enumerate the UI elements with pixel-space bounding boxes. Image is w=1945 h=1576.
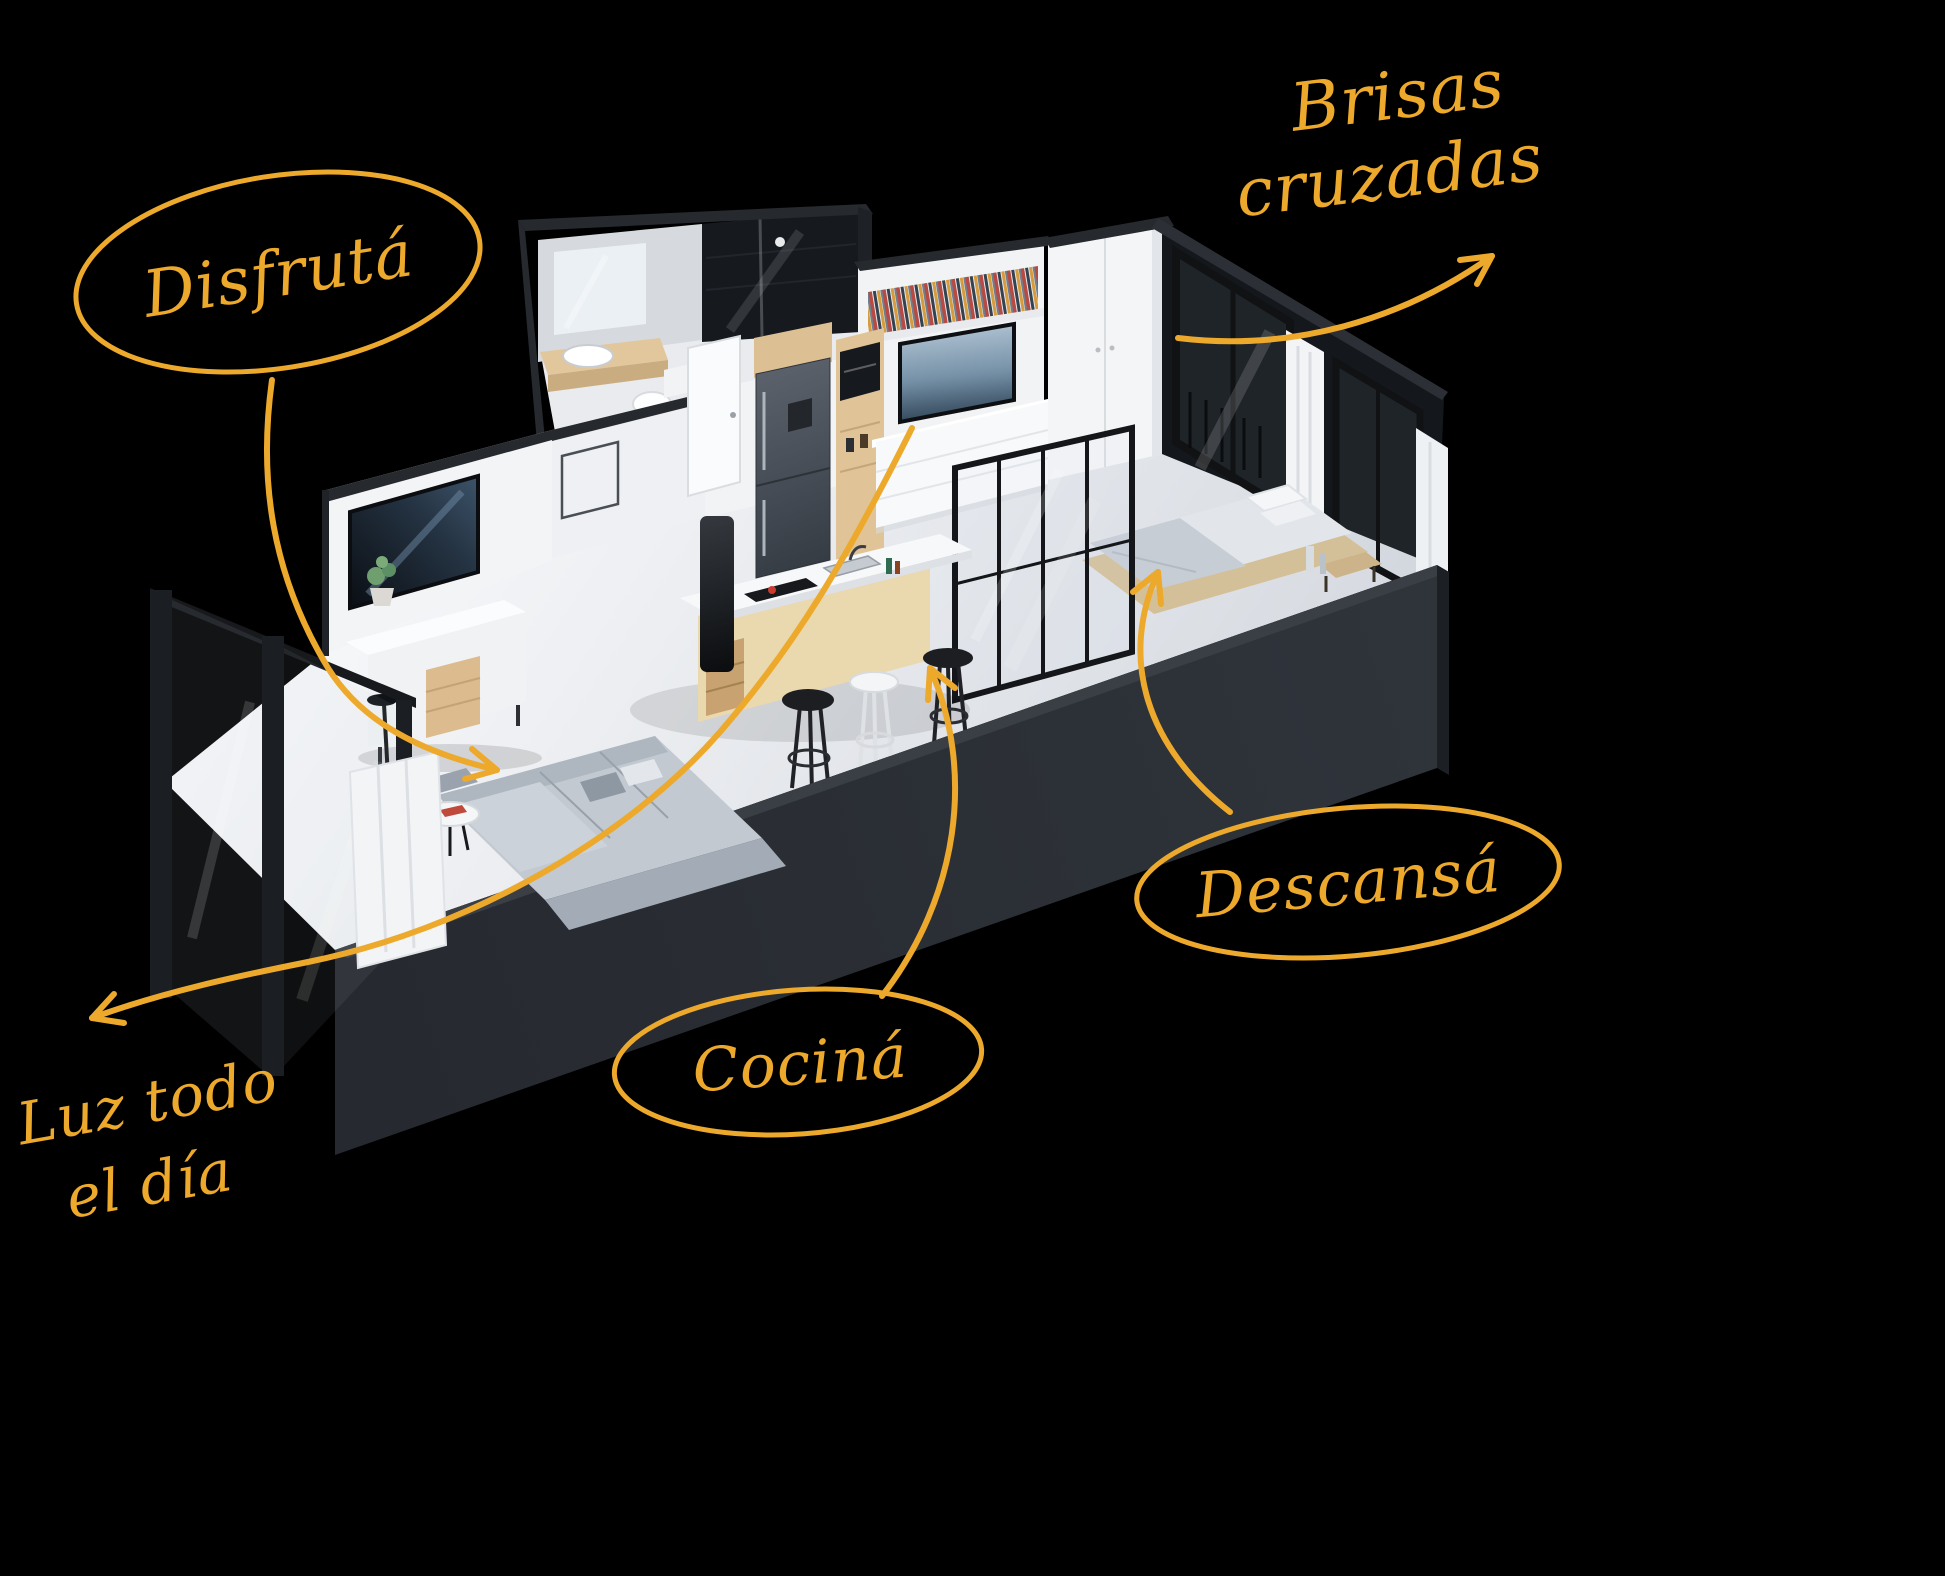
glass-partition [952, 424, 1135, 704]
wall-top-strip [552, 392, 708, 441]
open-door [687, 334, 741, 498]
descansa-circle [1134, 803, 1562, 961]
wall-frame [560, 440, 620, 520]
glazing-post [150, 590, 172, 998]
throw-pillow [580, 772, 626, 802]
luz-line1: Luz todo [11, 1046, 283, 1159]
vase [1320, 554, 1326, 574]
cocina-circle [611, 986, 985, 1138]
descansa-arrowhead [1130, 569, 1164, 607]
luz-arrow [89, 425, 915, 1021]
vase [1306, 546, 1314, 572]
cocina-arrow [879, 665, 959, 999]
fridge-dispenser [788, 398, 812, 432]
sideboard-wood-drawers [426, 656, 480, 738]
vessel-sink [562, 344, 614, 368]
door-knob [730, 412, 736, 418]
throw-pillow [620, 759, 663, 786]
wardrobe [1044, 216, 1174, 480]
bookshelf-books [868, 266, 1038, 338]
descansa-arrow [1137, 569, 1233, 815]
pillow [1260, 501, 1316, 526]
wall-top-strip [1152, 218, 1448, 400]
bookshelf-board [862, 308, 1044, 344]
disfruta-arrowhead [462, 746, 500, 782]
cooktop [744, 578, 818, 602]
bathroom-wall-top [518, 204, 873, 231]
microwave [840, 342, 880, 401]
potted-plant [367, 556, 396, 606]
fridge [755, 357, 831, 579]
mirror-reflection [563, 254, 609, 330]
sofa-cushion [452, 782, 608, 872]
cocina-label: Cociná [690, 1022, 910, 1107]
bar-stool-black-1 [782, 689, 834, 793]
pillow [1243, 483, 1309, 513]
bedroom-bench [1320, 552, 1382, 578]
kitchen-tall-units [754, 322, 884, 579]
apartment-render [150, 204, 1449, 1155]
bar-stool-white [849, 671, 899, 773]
wall-top-strip [326, 430, 552, 502]
glass-pane [172, 600, 262, 1070]
fireplace-column [700, 516, 734, 672]
faucet [848, 545, 867, 561]
disfruta-circle [73, 169, 483, 375]
white-curtain-panel [348, 750, 448, 970]
balcony-windows [1152, 218, 1448, 620]
magazine [440, 805, 467, 817]
kitchen-tv [898, 321, 1016, 425]
cocina-arrowhead [925, 665, 958, 703]
sofa-back [545, 838, 786, 930]
disfruta-arrow [263, 377, 500, 773]
brisas-arrow [1175, 253, 1495, 345]
luz-line2: el día [61, 1136, 238, 1232]
cooktop-burner [768, 586, 776, 594]
kitchen-island [630, 516, 973, 793]
luz-arrowhead [89, 991, 127, 1026]
corridor-wall [552, 392, 708, 558]
sofa [424, 736, 786, 930]
disfruta-label: Disfrutá [137, 217, 418, 333]
island-base [698, 554, 930, 722]
brisas-line2: cruzadas [1232, 119, 1548, 233]
sideboard-top [346, 600, 526, 655]
wall-top-strip [854, 236, 1054, 271]
descansa-label: Descansá [1191, 833, 1504, 933]
shower-glass-edge [758, 217, 764, 337]
bathroom-mirror [554, 243, 646, 335]
shower-dark-tile [702, 209, 860, 342]
shower-head [775, 237, 785, 247]
wall-top-strip [1044, 216, 1174, 248]
brisas-arrowhead [1457, 253, 1495, 287]
glazing-post [262, 636, 284, 1076]
